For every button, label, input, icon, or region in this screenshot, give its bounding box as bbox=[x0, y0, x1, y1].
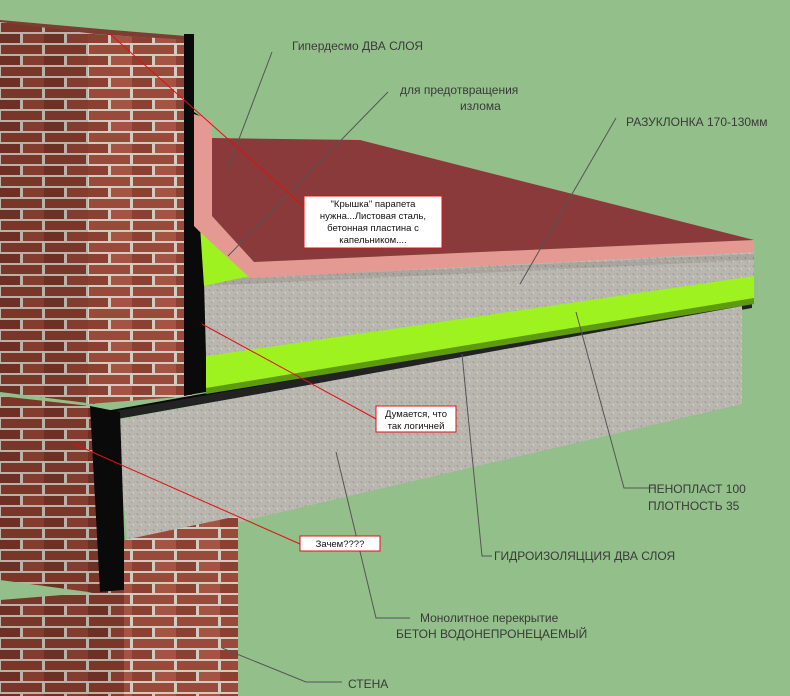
note-why: Зачем???? bbox=[299, 535, 381, 552]
label-prevent-line2: излома bbox=[460, 99, 501, 113]
label-foam-line1: ПЕНОПЛАСТ 100 bbox=[648, 482, 746, 496]
red-leader-why bbox=[73, 443, 301, 545]
parapet-front-face bbox=[88, 34, 192, 404]
note-parapet-cap: "Крышка" парапета нужна...Листовая сталь… bbox=[303, 195, 443, 249]
label-waterproof: ГИДРОИЗОЛЯЦЦИЯ ДВА СЛОЯ bbox=[494, 549, 675, 563]
parapet-top-face bbox=[0, 20, 186, 40]
note-more-logical: Думается, что так логичней bbox=[375, 405, 457, 433]
parapet-left-face bbox=[0, 22, 95, 404]
leader-hyperdesmo bbox=[227, 51, 273, 169]
label-prevent-line1: для предотвращения bbox=[400, 83, 518, 97]
svg-text:Думается, что: Думается, что bbox=[385, 409, 447, 420]
label-hyperdesmo: Гипердесмо ДВА СЛОЯ bbox=[292, 39, 423, 53]
foam-front-face bbox=[206, 276, 754, 392]
leader-prevent-fracture bbox=[227, 91, 389, 257]
leader-slab bbox=[335, 451, 410, 619]
svg-text:капельником....: капельником.... bbox=[339, 235, 406, 246]
leader-foam bbox=[575, 311, 656, 489]
wall-membrane bbox=[90, 406, 126, 592]
screed-lower-face bbox=[204, 254, 754, 286]
svg-text:бетонная пластина с: бетонная пластина с bbox=[327, 223, 419, 234]
red-leader-logic bbox=[201, 323, 379, 421]
wall-front-face bbox=[124, 516, 238, 696]
red-leader-cap bbox=[109, 33, 331, 231]
parapet-membrane bbox=[184, 34, 194, 396]
label-slope: РАЗУКЛОНКА 170-130мм bbox=[626, 115, 768, 129]
leader-wall bbox=[221, 647, 342, 683]
svg-text:Зачем????: Зачем???? bbox=[316, 539, 365, 550]
wall-left-face bbox=[0, 396, 118, 596]
leader-waterproof bbox=[461, 353, 492, 557]
roof-membrane-edge bbox=[194, 114, 754, 278]
roof-top-surface bbox=[212, 138, 754, 262]
wall-side-face bbox=[0, 590, 124, 696]
label-slab-line1: Монолитное перекрытие bbox=[420, 611, 559, 625]
svg-text:нужна...Листовая сталь,: нужна...Листовая сталь, bbox=[320, 211, 426, 222]
leader-slope bbox=[519, 117, 617, 285]
svg-text:так логичней: так логичней bbox=[388, 421, 445, 432]
label-foam-line2: ПЛОТНОСТЬ 35 bbox=[648, 499, 740, 513]
label-slab-line2: БЕТОН ВОДОНЕПРОНЕЦАЕМЫЙ bbox=[396, 626, 587, 641]
foam-edge-shadow bbox=[206, 298, 754, 394]
svg-text:"Крышка" парапета: "Крышка" парапета bbox=[331, 199, 417, 210]
label-wall: СТЕНА bbox=[348, 677, 388, 691]
